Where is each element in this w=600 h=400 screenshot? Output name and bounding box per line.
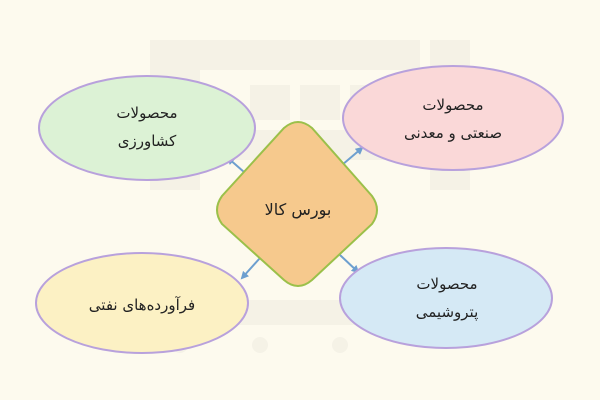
center-label-text: بورس کالا — [264, 200, 332, 219]
oil-ellipse — [35, 252, 249, 354]
arrow-to-oil — [240, 257, 261, 280]
industrial-ellipse — [342, 65, 564, 171]
industrial-line2: صنعتی و معدنی — [403, 124, 503, 142]
center-node-label: بورس کالا — [238, 185, 358, 235]
agricultural-line1: محصولات — [116, 104, 178, 122]
oil-line1: فرآورده‌های نفتی — [88, 296, 196, 314]
agricultural-ellipse — [38, 75, 256, 181]
petrochemical-line2: پتروشیمی — [415, 303, 479, 321]
agricultural-node: محصولات کشاورزی — [62, 94, 232, 160]
industrial-line1: محصولات — [422, 96, 484, 114]
industrial-node: محصولات صنعتی و معدنی — [368, 86, 538, 152]
petrochemical-ellipse — [339, 247, 553, 349]
center-diamond — [216, 121, 378, 287]
arrow-to-petrochemical — [339, 254, 360, 274]
arrow-to-industrial — [341, 146, 364, 166]
agricultural-line2: کشاورزی — [117, 132, 177, 150]
petrochemical-node: محصولات پتروشیمی — [362, 265, 532, 331]
oil-node: فرآورده‌های نفتی — [57, 288, 227, 322]
petrochemical-line1: محصولات — [416, 275, 478, 293]
